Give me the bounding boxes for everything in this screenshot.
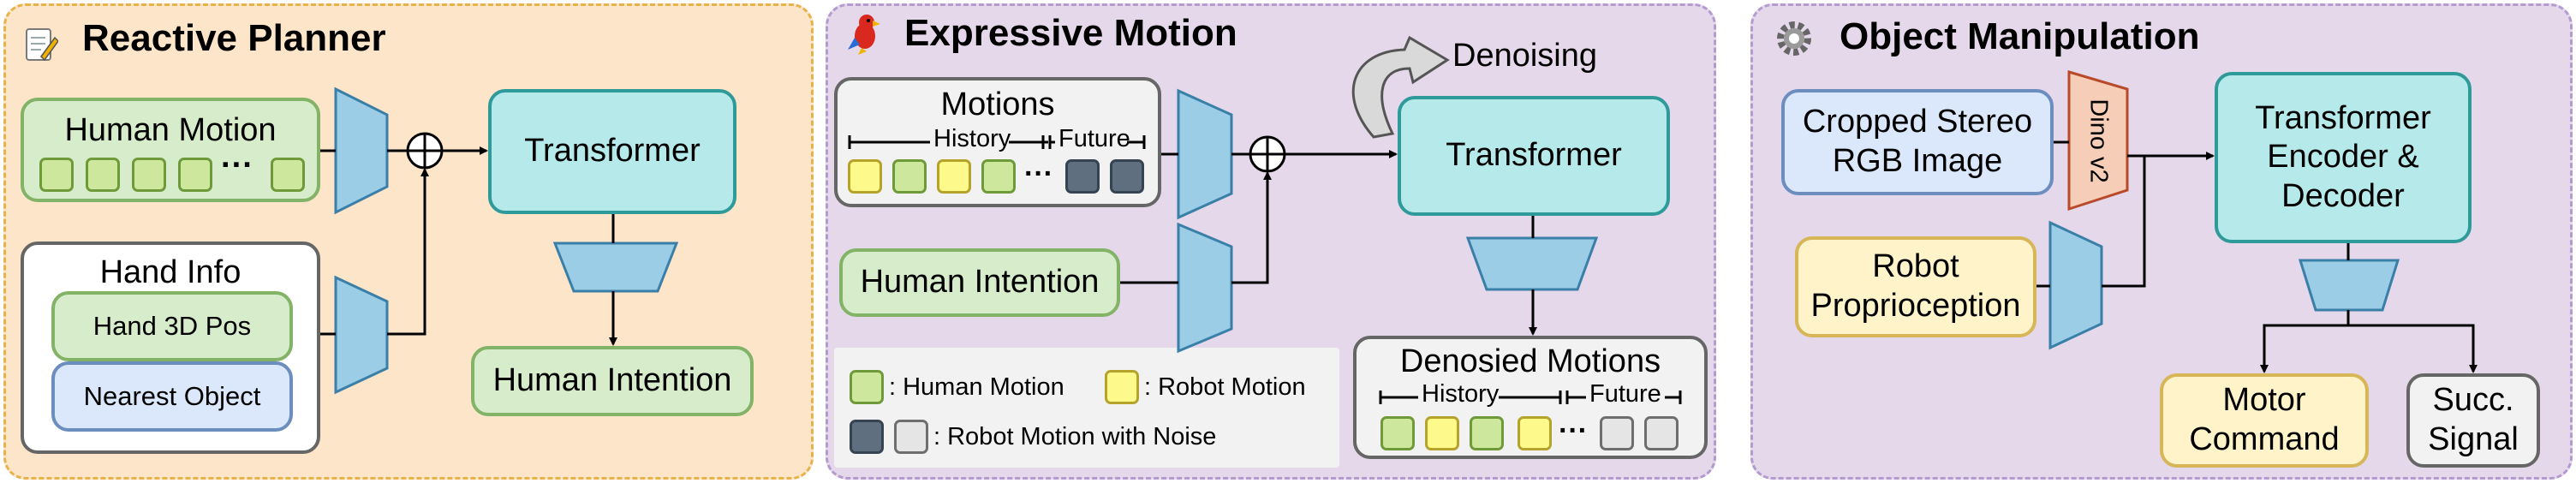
motions-cell-noise-2 [1110, 159, 1144, 194]
denoised-cell-5 [1600, 416, 1634, 450]
denoising-label: Denoising [1452, 38, 1597, 74]
legend-robot-motion-noise-label: : Robot Motion with Noise [933, 423, 1217, 450]
human-motion-ellipsis: ··· [221, 147, 253, 183]
legend-robot-motion-swatch [1105, 370, 1139, 404]
succ-signal-line1: Succ. [2432, 382, 2514, 419]
denoised-motions-label: Denosied Motions [1399, 343, 1661, 379]
reactive-planner-title: Reactive Planner [82, 17, 386, 59]
object-transformer-line2: Encoder & [2267, 139, 2419, 176]
denoised-cell-3 [1470, 416, 1504, 450]
legend-noise-light-swatch [894, 420, 928, 454]
motions-cell-4 [981, 159, 1016, 194]
object-transformer-line3: Decoder [2281, 177, 2405, 214]
cropped-stereo-line2: RGB Image [1832, 143, 2003, 179]
expressive-motion-title: Expressive Motion [904, 12, 1237, 54]
legend-human-motion-label: : Human Motion [889, 373, 1064, 401]
object-transformer-box: Transformer Encoder & Decoder [2215, 72, 2472, 243]
legend-human-motion-swatch [850, 370, 884, 404]
succ-signal-line2: Signal [2428, 421, 2519, 457]
motor-command-line2: Command [2189, 421, 2340, 457]
object-manipulation-title: Object Manipulation [1840, 15, 2200, 57]
motions-label: Motions [940, 86, 1055, 122]
memo-icon [26, 28, 58, 62]
hand-info-label: Hand Info [99, 254, 242, 290]
human-motion-cell-1 [39, 158, 74, 192]
expressive-transformer-label: Transformer [1446, 137, 1622, 174]
gear-icon [1777, 21, 1811, 56]
reactive-human-intention-label: Human Intention [492, 362, 732, 399]
motions-history-label: History [933, 125, 1011, 152]
dino-v2-label: Dino v2 [2084, 98, 2113, 183]
expressive-transformer-box: Transformer [1398, 96, 1670, 216]
human-motion-cell-last [271, 158, 305, 192]
hand-3d-pos-box: Hand 3D Pos [51, 291, 293, 361]
robot-proprioception-line1: Robot [1872, 248, 1959, 285]
cropped-stereo-box: Cropped Stereo RGB Image [1781, 89, 2054, 195]
robot-proprioception-line2: Proprioception [1810, 288, 2021, 324]
motions-cell-noise-1 [1065, 159, 1100, 194]
human-motion-cell-4 [178, 158, 212, 192]
denoised-cell-1 [1380, 416, 1415, 450]
motions-cell-3 [937, 159, 971, 194]
expressive-human-intention-label: Human Intention [860, 264, 1100, 301]
cropped-stereo-line1: Cropped Stereo [1802, 104, 2033, 140]
reactive-transformer-label: Transformer [524, 133, 701, 170]
human-motion-label: Human Motion [64, 112, 277, 148]
robot-proprioception-box: Robot Proprioception [1795, 236, 2036, 337]
denoised-ellipsis: ··· [1559, 414, 1588, 447]
motions-cell-1 [848, 159, 882, 194]
human-motion-cell-3 [132, 158, 166, 192]
motions-future-label: Future [1058, 125, 1130, 152]
motor-command-box: Motor Command [2160, 373, 2369, 468]
motions-cell-2 [892, 159, 927, 194]
reactive-human-intention-box: Human Intention [471, 346, 754, 416]
expressive-human-intention-box: Human Intention [839, 248, 1120, 317]
nearest-object-box: Nearest Object [51, 361, 293, 432]
reactive-transformer-box: Transformer [488, 89, 736, 214]
parrot-icon [848, 15, 880, 55]
denoised-cell-2 [1425, 416, 1459, 450]
legend-robot-motion-label: : Robot Motion [1144, 373, 1306, 401]
hand-3d-pos-label: Hand 3D Pos [92, 311, 252, 342]
denoised-future-label: Future [1589, 380, 1661, 408]
human-motion-cell-2 [86, 158, 120, 192]
motor-command-line1: Motor [2222, 382, 2306, 419]
legend-noise-dark-swatch [850, 420, 884, 454]
motions-ellipsis: ··· [1024, 158, 1053, 190]
denoised-cell-4 [1518, 416, 1552, 450]
succ-signal-box: Succ. Signal [2406, 373, 2540, 468]
denoised-history-label: History [1422, 380, 1500, 408]
object-transformer-line1: Transformer [2255, 99, 2431, 136]
nearest-object-label: Nearest Object [83, 381, 261, 412]
denoised-cell-6 [1644, 416, 1679, 450]
